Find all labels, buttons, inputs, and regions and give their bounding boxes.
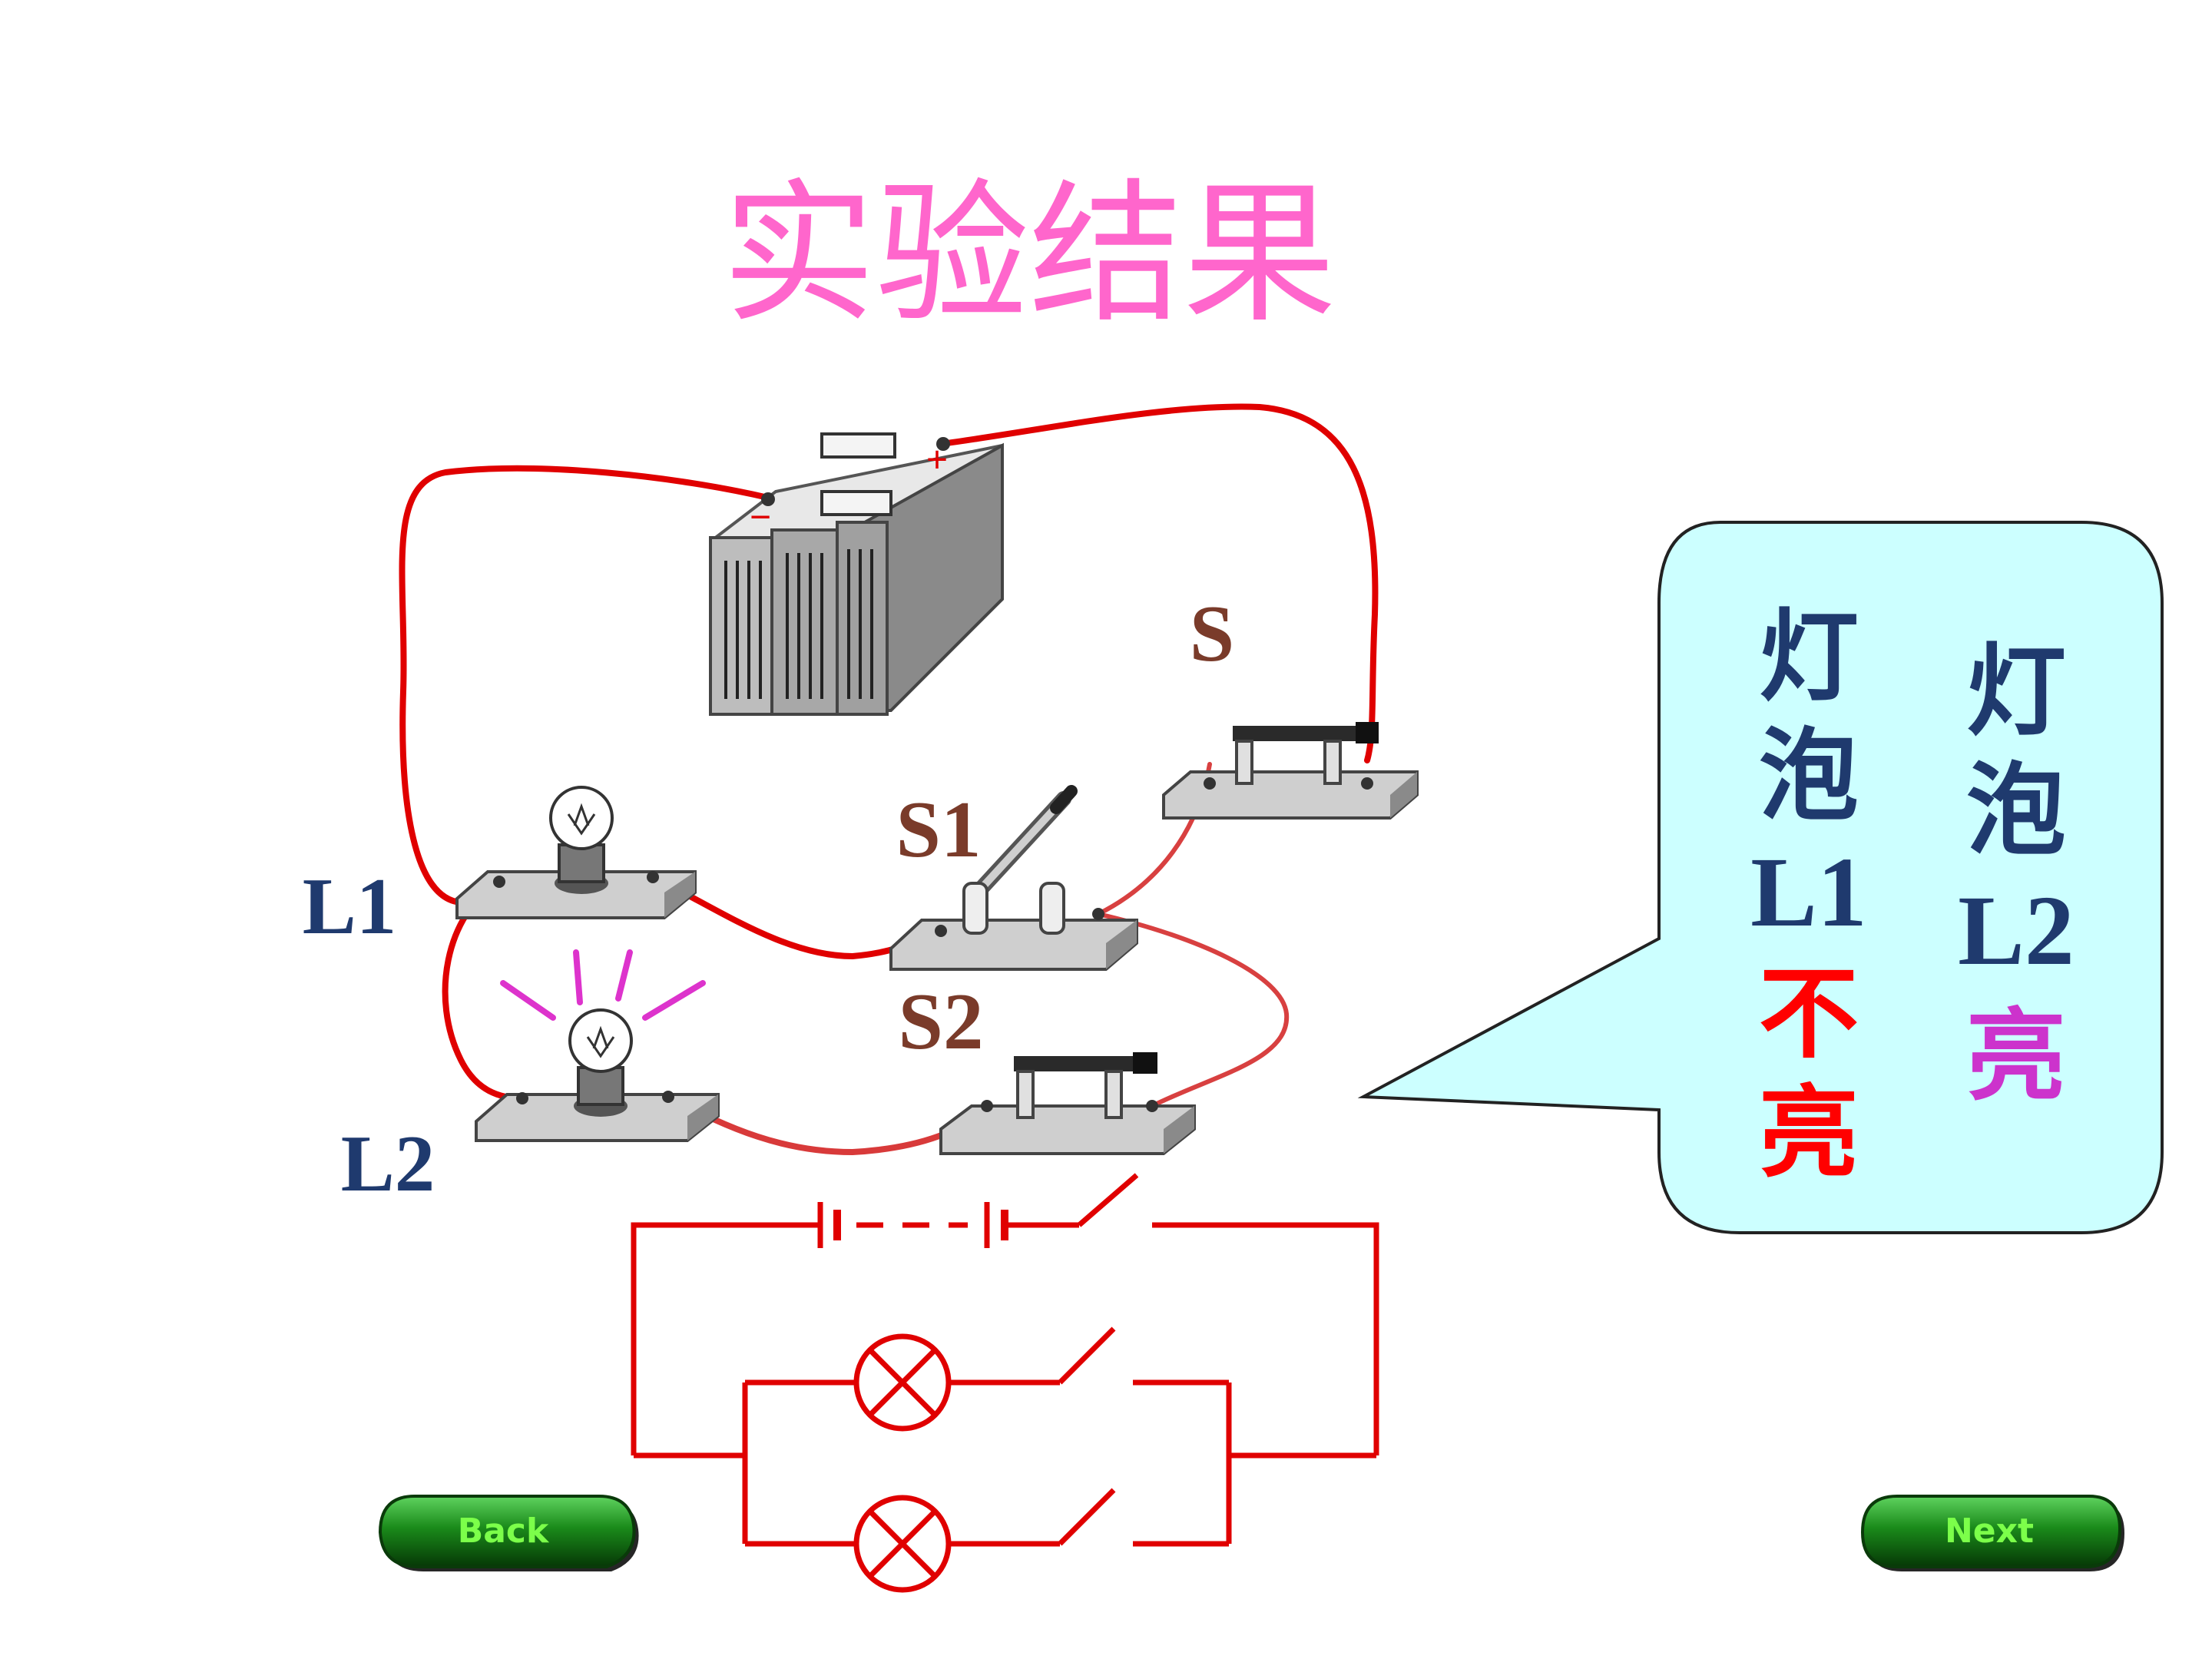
switch-s-label: S xyxy=(1190,588,1234,678)
callout-l2-char-4: 亮 xyxy=(1966,998,2066,1114)
next-button-label: Next xyxy=(1945,1512,2034,1551)
callout-text-column-l2: 灯 泡 L2 亮 xyxy=(1958,633,2075,1114)
battery-plus-label: + xyxy=(926,438,949,481)
switch-s1-label: S1 xyxy=(896,784,982,874)
callout-l2-name: L2 xyxy=(1958,876,2075,986)
circuit-schematic xyxy=(631,1173,1379,1547)
next-button[interactable]: Next xyxy=(1860,1495,2124,1571)
callout-l1-char-5: 亮 xyxy=(1759,1075,1859,1191)
lamp-l1-icon xyxy=(455,786,697,919)
lamp-l2-icon xyxy=(475,949,720,1142)
page-title: 实验结果 xyxy=(722,165,1336,344)
battery-minus-label: − xyxy=(750,495,772,538)
callout-l1-char-1: 灯 xyxy=(1759,598,1859,715)
lamp-l2-glow-rays xyxy=(500,949,706,1021)
switch-s1-icon xyxy=(889,785,1138,971)
callout-text-column-l1: 灯 泡 L1 不 亮 xyxy=(1750,598,1867,1191)
callout-l1-name: L1 xyxy=(1750,837,1867,948)
back-button-label: Back xyxy=(458,1512,550,1551)
lamp-l2-label: L2 xyxy=(341,1118,435,1208)
wire-battery-plus-s xyxy=(938,403,1379,763)
schematic-lamp-l1-icon xyxy=(853,1333,952,1432)
callout-l2-char-2: 泡 xyxy=(1966,752,2066,869)
callout-l1-char-2: 泡 xyxy=(1759,717,1859,834)
switch-s-icon xyxy=(1162,722,1419,820)
schematic-lamp-l2-icon xyxy=(853,1495,952,1593)
lamp-l1-label: L1 xyxy=(303,861,397,951)
battery-icon xyxy=(709,432,1004,716)
switch-s2-icon xyxy=(939,1052,1196,1155)
wire-battery-minus-l1 xyxy=(399,465,771,906)
callout-l2-char-1: 灯 xyxy=(1966,633,2066,750)
switch-s2-label: S2 xyxy=(899,976,984,1066)
callout-l1-char-4: 不 xyxy=(1759,955,1859,1072)
back-button[interactable]: Back xyxy=(378,1495,639,1571)
result-callout-bubble xyxy=(1357,521,2164,1234)
wire-s1-s2 xyxy=(1096,912,1290,1108)
